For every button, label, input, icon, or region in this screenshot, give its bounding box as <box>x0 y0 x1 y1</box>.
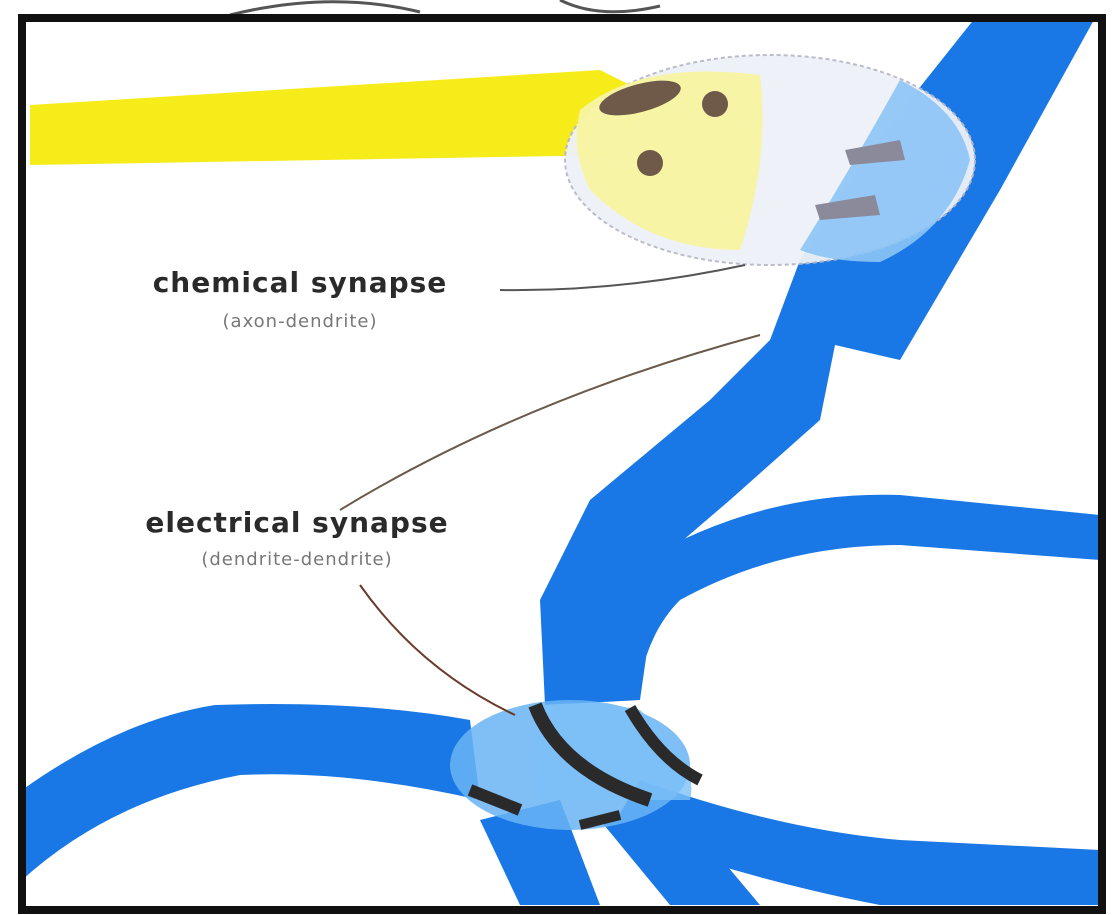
top-stroke-left <box>230 2 420 15</box>
electrical-synapse-sublabel: (dendrite-dendrite) <box>201 549 392 570</box>
vesicle-1 <box>702 91 728 117</box>
top-stroke-right <box>560 0 660 12</box>
dendrite-right-branch <box>635 495 1100 680</box>
vesicle-2 <box>637 150 663 176</box>
chemical-synapse-label: chemical synapse <box>153 266 448 299</box>
electrical-leader-line-lower <box>360 585 515 715</box>
chemical-synapse-sublabel: (axon-dendrite) <box>223 311 378 332</box>
chemical-leader-line <box>500 265 745 290</box>
dendrite-lower-left <box>22 704 480 880</box>
axon <box>30 70 640 165</box>
electrical-synapse-label: electrical synapse <box>145 506 448 539</box>
